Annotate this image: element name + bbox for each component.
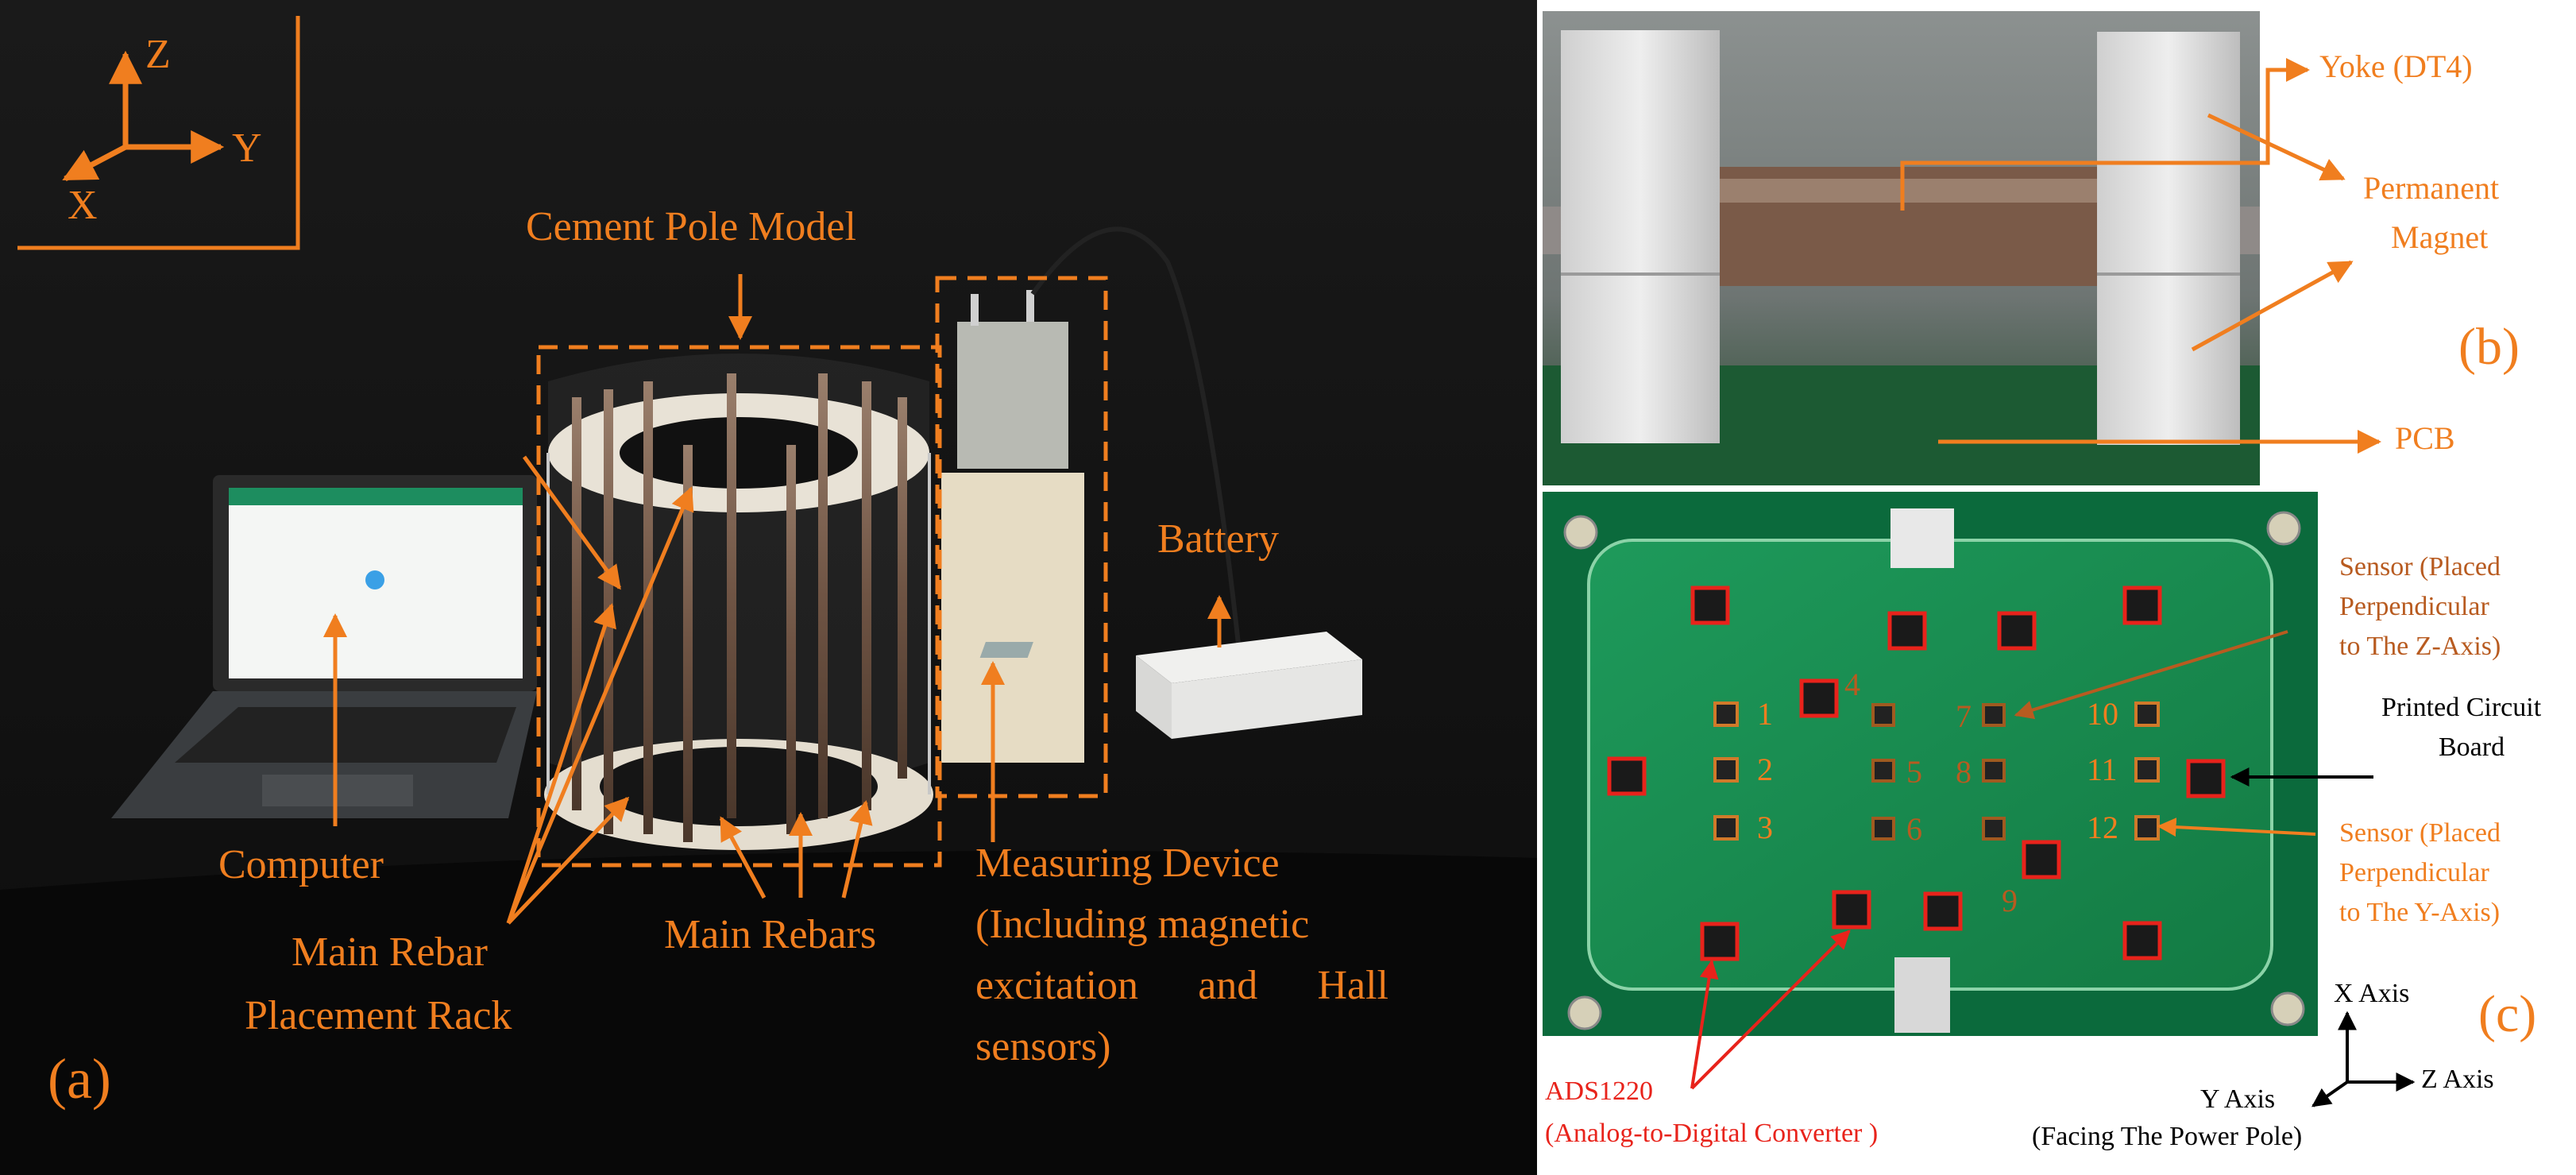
panel-c-photo xyxy=(1543,492,2373,1090)
axis-arrows xyxy=(62,50,225,182)
pcb-label: PCB xyxy=(2395,420,2455,456)
main-rebar-placement-rack-label-line1: Main Rebar xyxy=(292,930,488,975)
axis-x-label: X xyxy=(68,183,98,228)
sensor-number-4: 4 xyxy=(1844,667,1860,702)
panel-a-label: (a) xyxy=(48,1047,111,1111)
panel-b-label: (b) xyxy=(2458,318,2520,376)
sensor-number-6: 6 xyxy=(1906,811,1922,847)
panel-a-arrows xyxy=(323,274,1231,925)
panel-b-arrows xyxy=(1900,58,2381,454)
axis-y-label: Y xyxy=(232,126,262,171)
pcb-full-label-line2: Board xyxy=(2439,732,2505,762)
sensor-boxes-z xyxy=(1713,702,2160,841)
panel-c-label: (c) xyxy=(2478,985,2537,1043)
sensor-boxes-y xyxy=(1871,703,2006,841)
sensor-number-5: 5 xyxy=(1906,754,1922,790)
adc-label-line2: (Analog-to-Digital Converter ) xyxy=(1545,1119,1879,1148)
measuring-device-label-line1: Measuring Device xyxy=(975,841,1280,886)
measuring-device-label-line4: sensors) xyxy=(975,1024,1111,1069)
cement-pole-model-label: Cement Pole Model xyxy=(526,204,856,249)
sensor-number-9: 9 xyxy=(2002,883,2018,918)
y-axis-label: Y Axis xyxy=(2200,1084,2276,1114)
z-axis-label: Z Axis xyxy=(2421,1065,2494,1094)
adc-label-line1: ADS1220 xyxy=(1545,1076,1654,1106)
battery-label: Battery xyxy=(1157,516,1280,562)
permanent-magnet-label-line2: Magnet xyxy=(2391,219,2489,255)
y-axis-note: (Facing The Power Pole) xyxy=(2032,1122,2303,1151)
sensor-number-2: 2 xyxy=(1757,752,1773,787)
main-rebars-label: Main Rebars xyxy=(664,912,877,957)
pcb-full-label-line1: Printed Circuit xyxy=(2381,693,2542,722)
battery-cable xyxy=(1030,226,1242,652)
panel-c-axis-indicator xyxy=(2311,1011,2416,1107)
sensor-number-3: 3 xyxy=(1757,810,1773,845)
x-axis-label: X Axis xyxy=(2334,979,2410,1008)
measuring-device xyxy=(941,290,1084,763)
sensor-number-12: 12 xyxy=(2087,810,2118,845)
measuring-device-label-line2: (Including magnetic xyxy=(975,902,1310,947)
measuring-device-label-line3: excitation and Hall xyxy=(975,963,1388,1008)
sensor-z-label-line3: to The Z-Axis) xyxy=(2339,632,2501,661)
panel-c-arrows xyxy=(1690,630,2373,1090)
permanent-magnet-label-line1: Permanent xyxy=(2363,170,2500,206)
sensor-number-7: 7 xyxy=(1956,698,1972,734)
laptop xyxy=(111,475,537,818)
sensor-number-1: 1 xyxy=(1757,696,1773,732)
axis-z-label: Z xyxy=(145,32,171,77)
measuring-device-box xyxy=(935,276,1108,798)
computer-label: Computer xyxy=(218,842,384,887)
sensor-z-label-line2: Perpendicular xyxy=(2339,592,2489,621)
panel-a-photo xyxy=(0,0,1537,1175)
sensor-y-label-line3: to The Y-Axis) xyxy=(2339,898,2501,927)
battery-box xyxy=(979,632,1362,739)
sensor-y-label-line2: Perpendicular xyxy=(2339,858,2489,887)
adc-chips xyxy=(1607,586,2226,961)
main-rebar-placement-rack-label-line2: Placement Rack xyxy=(245,993,512,1038)
sensor-number-11: 11 xyxy=(2087,752,2118,787)
sensor-y-label-line1: Sensor (Placed xyxy=(2339,818,2501,848)
cement-pole-model-rack xyxy=(544,354,933,850)
sensor-number-8: 8 xyxy=(1956,754,1972,790)
yoke-label: Yoke (DT4) xyxy=(2319,48,2473,84)
sensor-z-label-line1: Sensor (Placed xyxy=(2339,552,2501,582)
panel-b-photo xyxy=(1543,11,2381,485)
cement-pole-model-box xyxy=(536,345,942,868)
sensor-number-10: 10 xyxy=(2087,696,2118,732)
axis-inset-frame xyxy=(17,16,300,250)
